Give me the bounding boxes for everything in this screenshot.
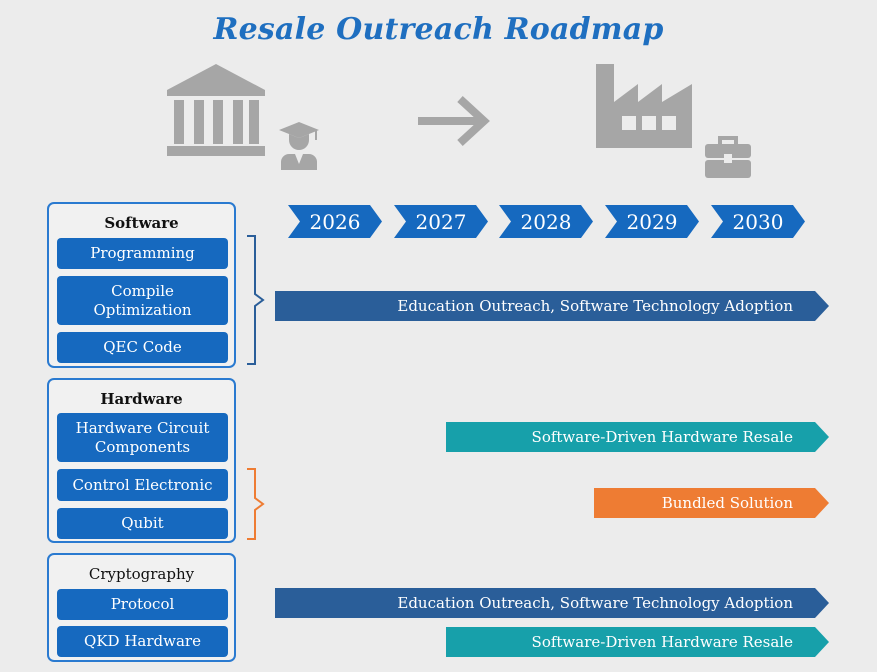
item-control-electronic: Control Electronic bbox=[57, 469, 228, 501]
year-chevron-2027: 2027 bbox=[394, 205, 488, 238]
item-qubit: Qubit bbox=[57, 508, 228, 539]
item-qec-code: QEC Code bbox=[57, 332, 228, 363]
item-compile-optimization: Compile Optimization bbox=[57, 276, 228, 325]
group-header-software: Software bbox=[104, 214, 179, 232]
bar-software-driven-resale-hardware: Software-Driven Hardware Resale bbox=[446, 422, 829, 452]
item-hardware-circuit-components: Hardware Circuit Components bbox=[57, 413, 228, 462]
group-software: Software Programming Compile Optimizatio… bbox=[47, 202, 236, 368]
page-title: Resale Outreach Roadmap bbox=[213, 12, 664, 47]
brace-software bbox=[247, 235, 265, 365]
bar-education-outreach-cryptography: Education Outreach, Software Technology … bbox=[275, 588, 829, 618]
factory-icon bbox=[596, 64, 692, 148]
brace-hardware bbox=[247, 468, 265, 540]
bar-bundled-solution: Bundled Solution bbox=[594, 488, 829, 518]
briefcase-icon bbox=[705, 136, 751, 178]
graduate-icon bbox=[279, 122, 319, 170]
year-chevron-2030: 2030 bbox=[711, 205, 805, 238]
bank-icon bbox=[167, 64, 265, 156]
year-chevron-2028: 2028 bbox=[499, 205, 593, 238]
bar-education-outreach-software: Education Outreach, Software Technology … bbox=[275, 291, 829, 321]
group-header-hardware: Hardware bbox=[100, 390, 183, 408]
item-protocol: Protocol bbox=[57, 589, 228, 620]
item-qkd-hardware: QKD Hardware bbox=[57, 626, 228, 657]
bar-software-driven-resale-cryptography: Software-Driven Hardware Resale bbox=[446, 627, 829, 657]
item-programming: Programming bbox=[57, 238, 228, 269]
year-chevron-2026: 2026 bbox=[288, 205, 382, 238]
group-header-cryptography: Cryptography bbox=[88, 565, 195, 583]
year-chevron-2029: 2029 bbox=[605, 205, 699, 238]
group-cryptography: Cryptography Protocol QKD Hardware bbox=[47, 553, 236, 662]
arrow-right-icon bbox=[418, 96, 490, 146]
group-hardware: Hardware Hardware Circuit Components Con… bbox=[47, 378, 236, 543]
